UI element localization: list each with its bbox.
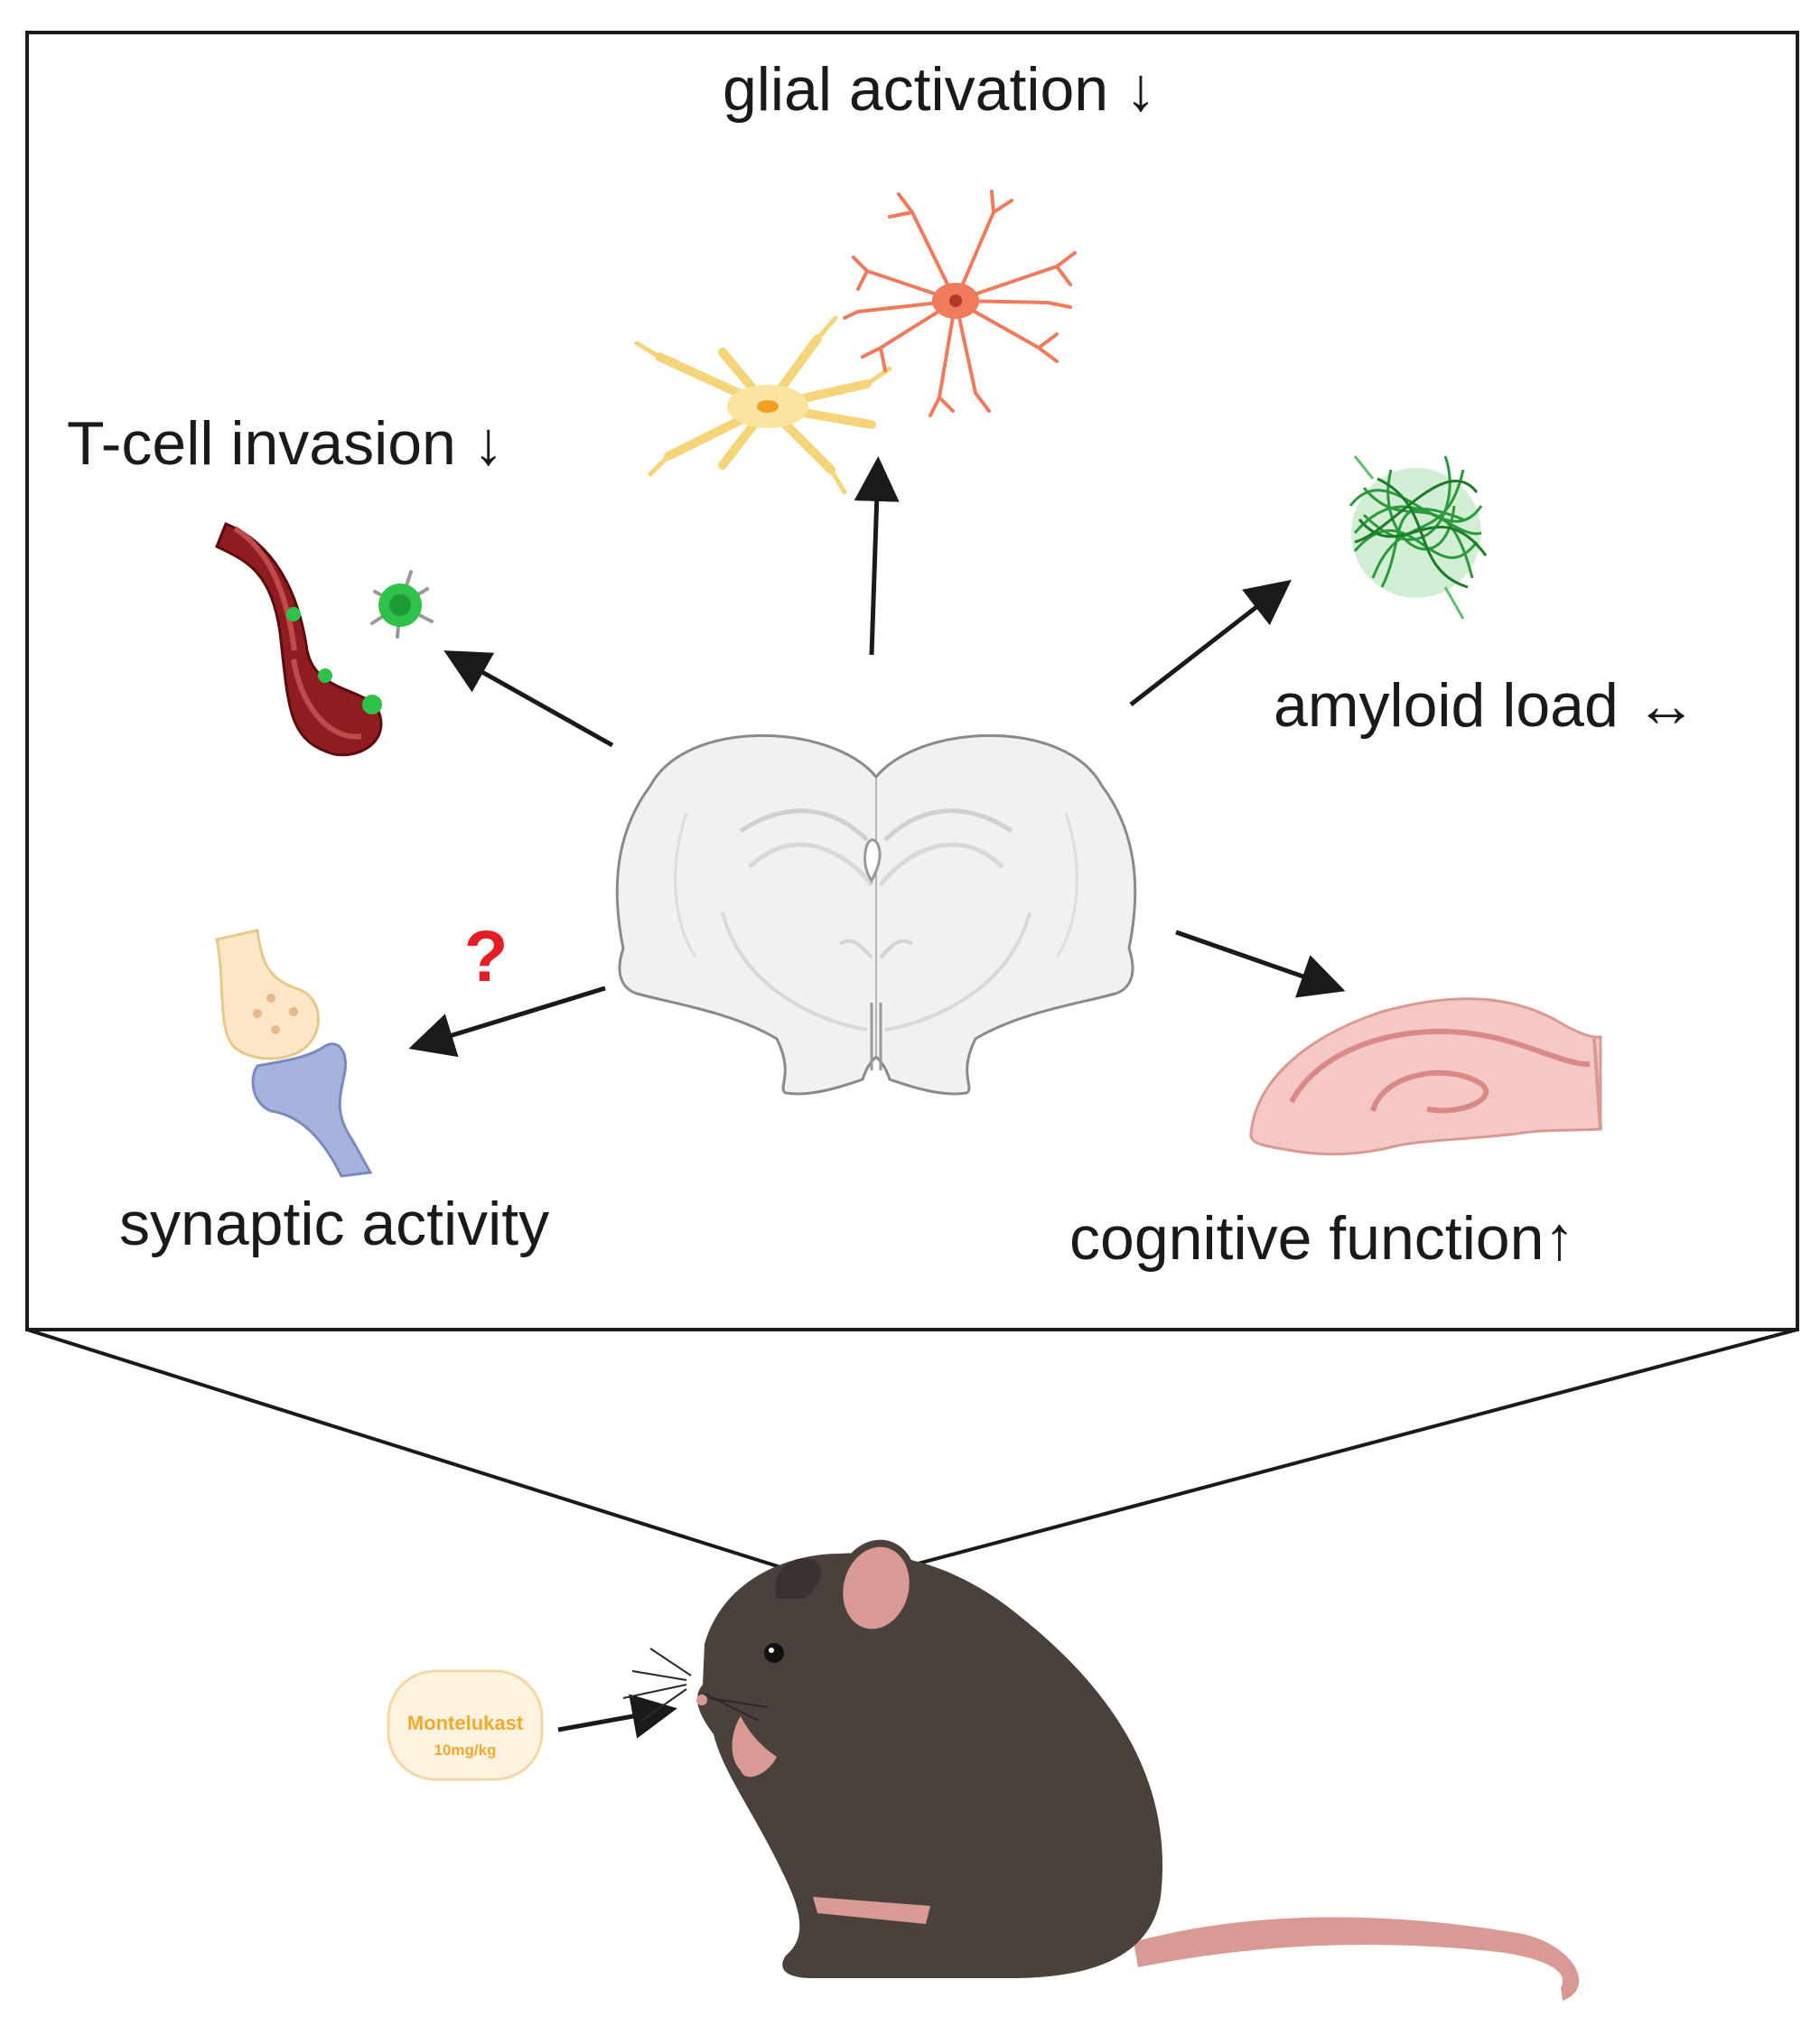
blood-vessel-icon bbox=[215, 522, 383, 757]
mouse-icon bbox=[622, 1539, 1580, 2001]
orange-glial-cell-icon bbox=[843, 190, 1077, 417]
arrow-drug-to-mouse bbox=[557, 1694, 677, 1739]
arrow-to-tcell bbox=[443, 650, 614, 748]
synaptic-activity-label: synaptic activity bbox=[119, 1190, 549, 1258]
arrow-to-amyloid bbox=[1129, 579, 1292, 706]
drug-dose: 10mg/kg bbox=[434, 1742, 497, 1759]
small-t-cell-icon bbox=[286, 607, 382, 714]
arrow-to-synapse bbox=[408, 985, 606, 1058]
zoom-line-right bbox=[893, 1328, 1798, 1572]
synapse-icon bbox=[215, 929, 373, 1178]
zoom-frame bbox=[25, 31, 1799, 1331]
zoom-line-left bbox=[26, 1328, 796, 1573]
cognitive-function-label: cognitive function↑ bbox=[1069, 1204, 1574, 1273]
arrow-to-glia bbox=[854, 456, 900, 656]
drug-name: Montelukast bbox=[407, 1712, 524, 1734]
arrow-to-hippocampus bbox=[1175, 929, 1346, 998]
t-cell-invasion-label: T-cell invasion ↓ bbox=[67, 409, 504, 478]
t-cell-icon bbox=[370, 570, 434, 639]
amyloid-plaque-icon bbox=[1349, 455, 1488, 620]
yellow-glial-cell-icon bbox=[634, 315, 892, 495]
amyloid-load-label: amyloid load ↔ bbox=[1274, 671, 1697, 740]
question-mark: ? bbox=[464, 916, 509, 996]
glial-activation-label: glial activation ↓ bbox=[723, 55, 1156, 124]
brain-section-icon bbox=[615, 733, 1137, 1096]
montelukast-pill: Montelukast 10mg/kg bbox=[387, 1669, 544, 1781]
hippocampus-icon bbox=[1249, 997, 1602, 1156]
